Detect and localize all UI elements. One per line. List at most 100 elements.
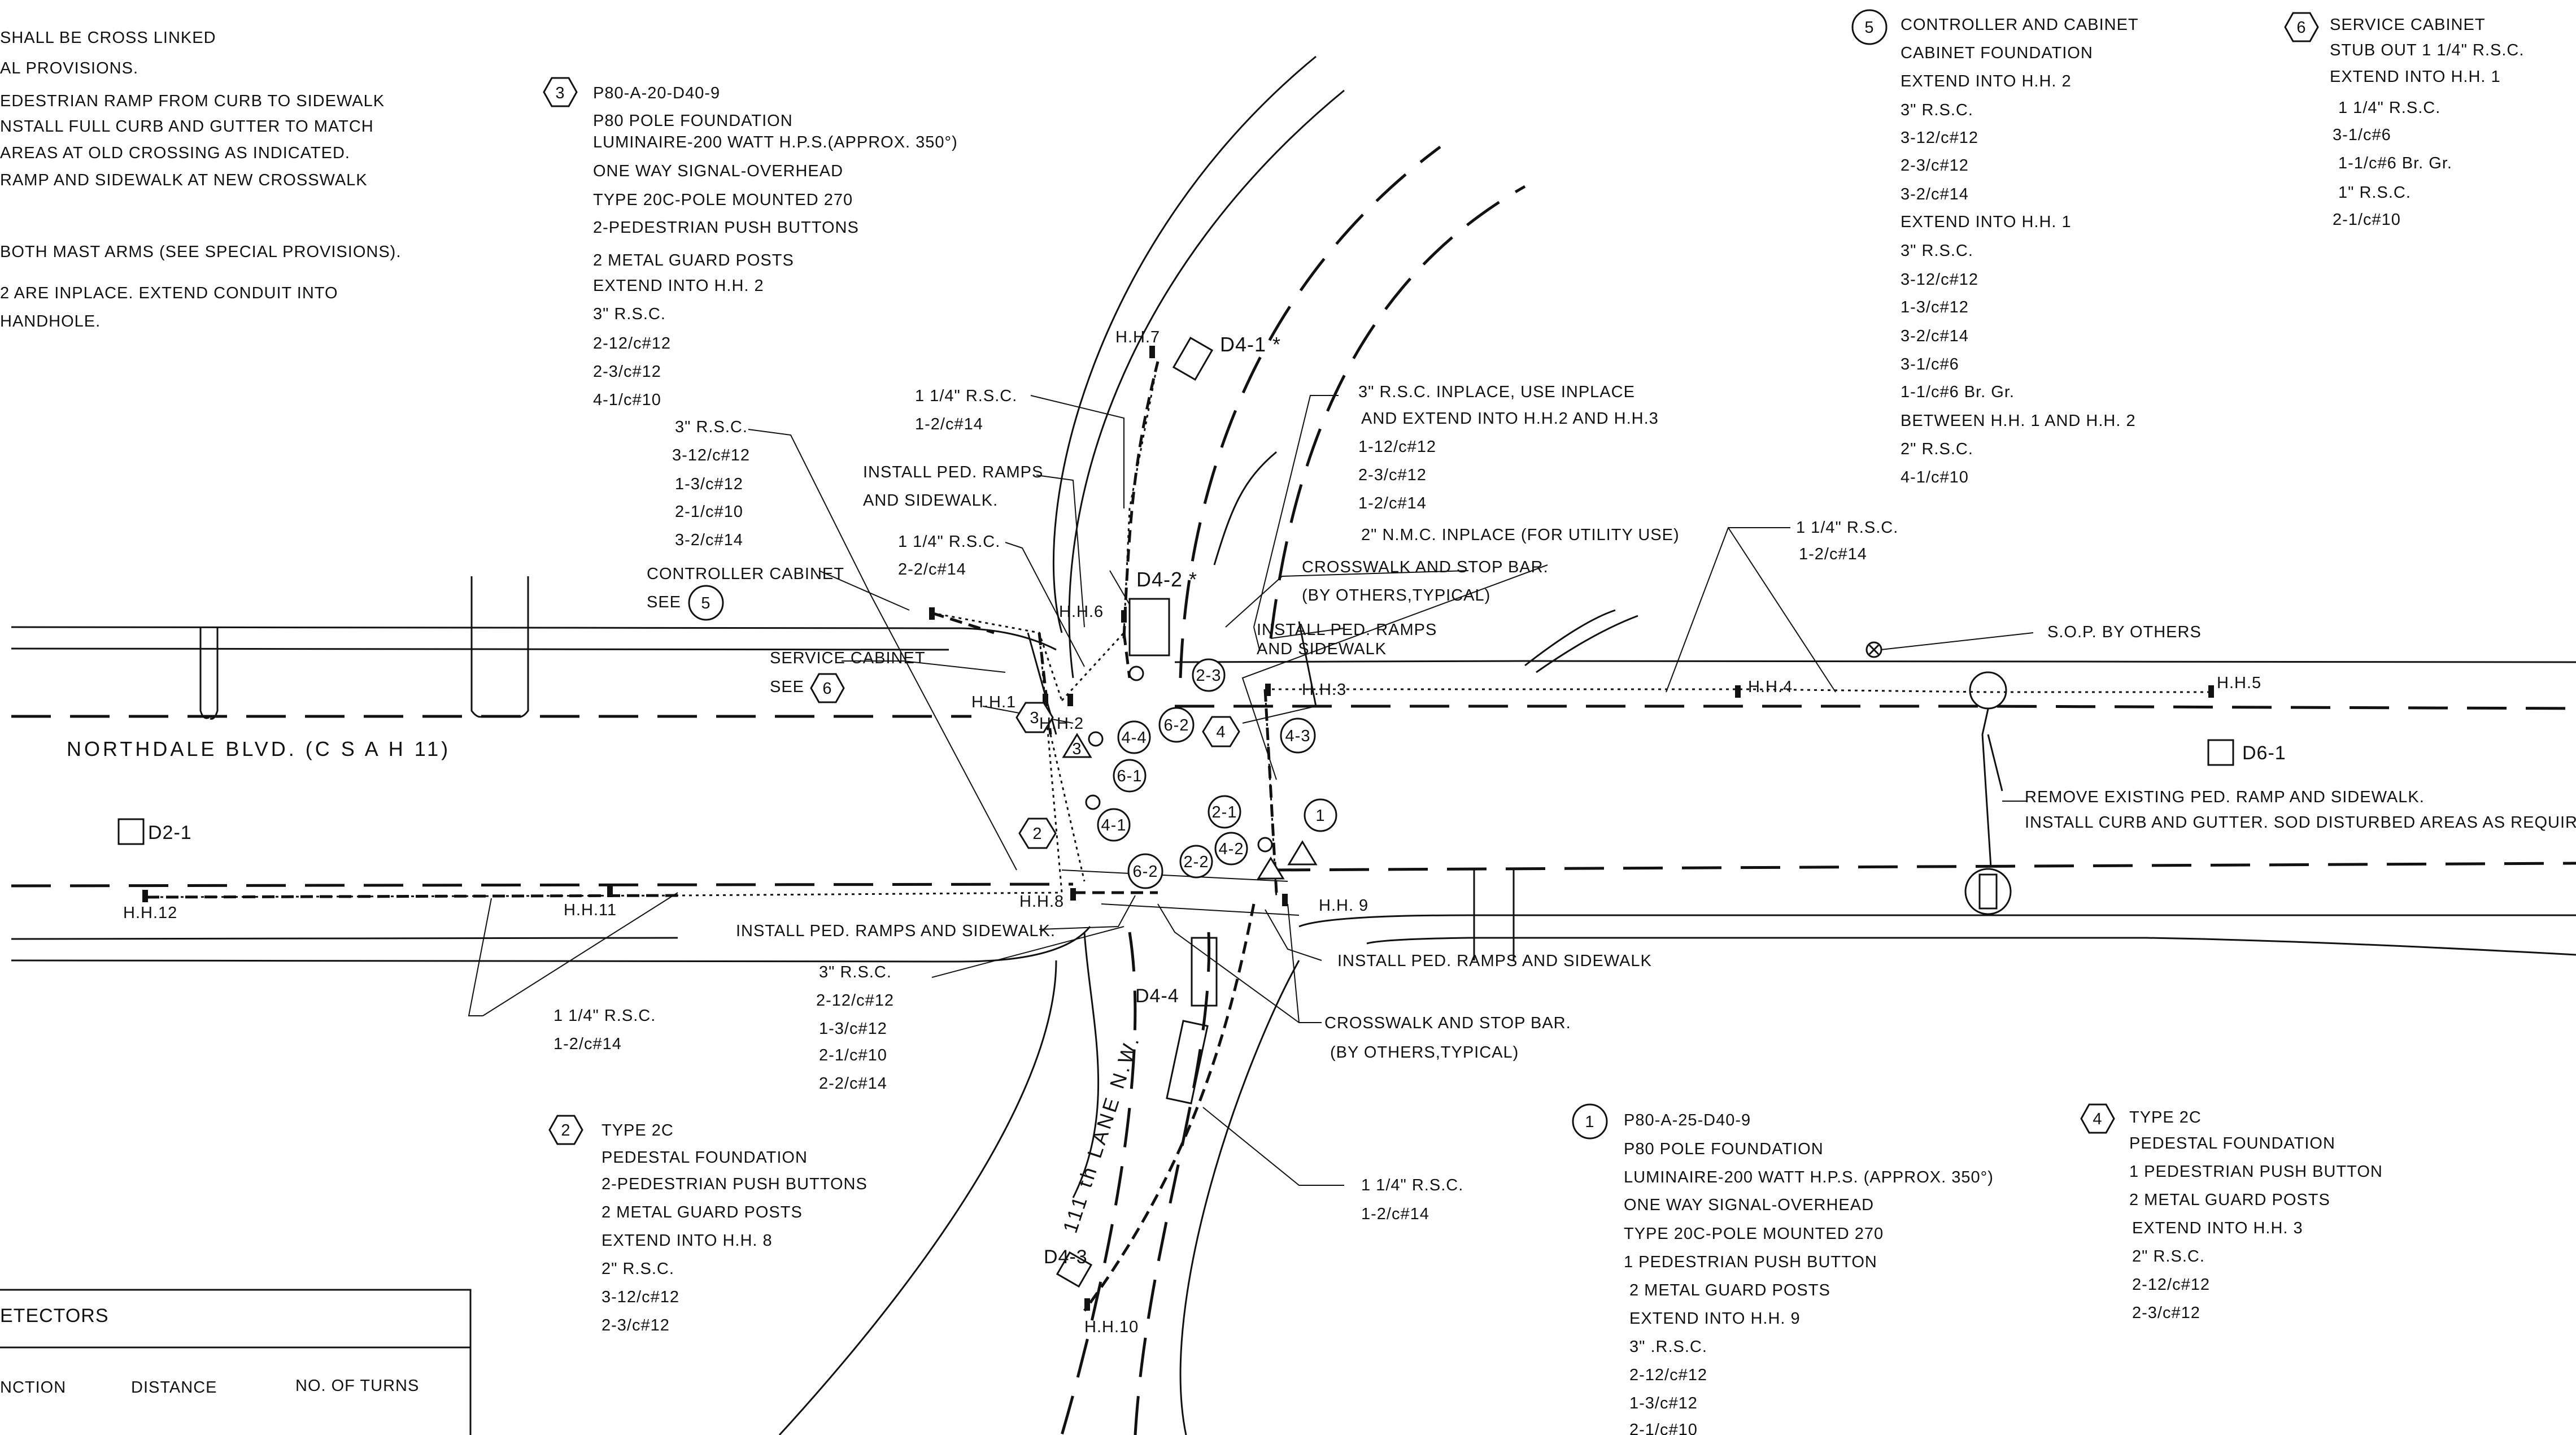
plan-text-label: PEDESTAL FOUNDATION — [601, 1149, 808, 1167]
plan-text-label: 3" R.S.C. — [593, 305, 666, 323]
plan-text-label: 2-12/c#12 — [816, 992, 894, 1010]
plan-text-label: 2-1/c#10 — [2333, 211, 2401, 229]
plan-text-label: 1" R.S.C. — [2338, 184, 2411, 202]
plan-text-label: 3-1/c#6 — [1901, 355, 1959, 373]
plan-text-label: 2-12/c#12 — [593, 334, 671, 353]
plan-text-label: 6-2 — [1133, 863, 1158, 881]
plan-text-label: 1-2/c#14 — [553, 1035, 622, 1053]
plan-text-label: 1-3/c#12 — [1629, 1394, 1698, 1412]
plan-text-label: TYPE 20C-POLE MOUNTED 270 — [593, 191, 853, 209]
111th-lane-label: 111 th LANE N.W. — [1058, 1032, 1144, 1236]
plan-text-label: 1-12/c#12 — [1358, 438, 1436, 456]
leader-lines — [468, 395, 2034, 1186]
plan-text-label: 2 METAL GUARD POSTS — [2129, 1191, 2330, 1209]
handhole-labels: H.H.1 H.H.2 H.H.3 H.H.4 H.H.5 H.H.6 H.H.… — [123, 328, 2261, 1336]
detector-table: ETECTORS NCTION DISTANCE NO. OF TURNS — [0, 1289, 472, 1435]
plan-text-label: 3 — [555, 84, 565, 102]
plan-text-label: AND SIDEWALK — [1257, 640, 1387, 658]
plan-text-label: EXTEND INTO H.H. 1 — [1901, 213, 2072, 231]
plan-text-label: 2 METAL GUARD POSTS — [593, 251, 794, 269]
plan-text-label: LUMINAIRE-200 WATT H.P.S. (APPROX. 350°) — [1624, 1168, 1994, 1186]
general-note-line: BOTH MAST ARMS (SEE SPECIAL PROVISIONS). — [0, 243, 401, 261]
plan-text-label: 2-1 — [1212, 803, 1237, 821]
plan-text-label: REMOVE EXISTING PED. RAMP AND SIDEWALK. — [2025, 788, 2425, 806]
plan-text-label: EXTEND INTO H.H. 1 — [2330, 68, 2501, 86]
plan-text-label: P80-A-20-D40-9 — [593, 84, 720, 102]
plan-text-label: 2" N.M.C. INPLACE (FOR UTILITY USE) — [1361, 526, 1680, 544]
plan-text-label: 6 — [822, 680, 832, 698]
plan-text-label: H.H. 9 — [1319, 897, 1368, 915]
plan-text-label: TYPE 2C — [2129, 1108, 2202, 1127]
phase-labels: 2-3 6-2 4 4-3 4-4 3 6-1 4-1 2-1 6-2 2-2 … — [1030, 667, 1324, 881]
detector-table-title: ETECTORS — [0, 1305, 109, 1327]
detector-loops — [117, 336, 2234, 1288]
plan-text-label: INSTALL PED. RAMPS AND SIDEWALK. — [736, 922, 1056, 940]
callout-2: 2 TYPE 2C PEDESTAL FOUNDATION 2-PEDESTRI… — [548, 1115, 868, 1334]
plan-text-label: EXTEND INTO H.H. 2 — [593, 277, 764, 295]
detector-labels: D4-1 * D4-2 * D4-3 D4-4 D2-1 D6-1 — [148, 333, 2286, 1268]
callout-5: 5 CONTROLLER AND CABINET CABINET FOUNDAT… — [1851, 9, 2138, 486]
callout-4: 4 TYPE 2C PEDESTAL FOUNDATION 1 PEDESTRI… — [2080, 1103, 2383, 1322]
plan-text-label: EXTEND INTO H.H. 9 — [1629, 1310, 1801, 1328]
plan-text-label: TYPE 20C-POLE MOUNTED 270 — [1624, 1225, 1884, 1243]
plan-text-label: H.H.4 — [1748, 678, 1793, 696]
general-note-line: NSTALL FULL CURB AND GUTTER TO MATCH — [0, 118, 374, 136]
plan-text-label: SERVICE CABINET — [770, 649, 926, 667]
plan-text-label: D4-4 — [1135, 985, 1179, 1007]
plan-text-label: D4-3 — [1044, 1246, 1088, 1268]
plan-text-label: 6-2 — [1164, 716, 1189, 734]
plan-text-label: CROSSWALK AND STOP BAR. — [1302, 558, 1549, 576]
plan-text-label: INSTALL PED. RAMPS — [1257, 621, 1437, 639]
plan-text-label: 2 METAL GUARD POSTS — [601, 1203, 803, 1221]
plan-text-label: CROSSWALK AND STOP BAR. — [1324, 1014, 1571, 1032]
plan-text-label: LUMINAIRE-200 WATT H.P.S.(APPROX. 350°) — [593, 133, 958, 151]
detector-table-col: NCTION — [0, 1379, 66, 1397]
plan-text-label: (BY OTHERS,TYPICAL) — [1302, 586, 1490, 605]
plan-text-label: INSTALL PED. RAMPS — [863, 463, 1043, 481]
general-note-line: EDESTRIAN RAMP FROM CURB TO SIDEWALK — [0, 92, 385, 110]
plan-text-label: 1 PEDESTRIAN PUSH BUTTON — [1624, 1253, 1877, 1271]
plan-text-label: D2-1 — [148, 822, 192, 843]
plan-text-label: P80 POLE FOUNDATION — [1624, 1140, 1824, 1158]
plan-text-label: 4-2 — [1219, 840, 1244, 858]
plan-text-label: 2-2 — [1184, 853, 1209, 871]
general-note-line: HANDHOLE. — [0, 312, 101, 331]
plan-text-label: 1 PEDESTRIAN PUSH BUTTON — [2129, 1163, 2383, 1181]
general-note-line: SHALL BE CROSS LINKED — [0, 29, 216, 47]
plan-text-label: 2-3/c#12 — [593, 363, 661, 381]
callout-1: 1 P80-A-25-D40-9 P80 POLE FOUNDATION LUM… — [1572, 1103, 1994, 1435]
plan-text-label: 2-2/c#14 — [819, 1075, 887, 1093]
plan-text-label: 1-1/c#6 Br. Gr. — [1901, 383, 2015, 401]
plan-text-label: SEE — [770, 678, 804, 696]
plan-text-label: 2-3/c#12 — [2132, 1304, 2200, 1322]
plan-text-label: ONE WAY SIGNAL-OVERHEAD — [593, 162, 843, 180]
plan-text-label: 3-12/c#12 — [1901, 271, 1978, 289]
plan-text-label: 3" R.S.C. — [1901, 242, 1973, 260]
plan-text-label: H.H.1 — [971, 693, 1016, 711]
plan-text-label: 1-2/c#14 — [1361, 1205, 1429, 1223]
plan-text-label: 1-2/c#14 — [1358, 494, 1427, 512]
plan-text-label: 1 — [1585, 1113, 1594, 1131]
plan-text-label: 2-PEDESTRIAN PUSH BUTTONS — [601, 1175, 868, 1193]
plan-text-label: 1 1/4" R.S.C. — [1796, 519, 1898, 537]
plan-text-label: 2 — [1032, 825, 1042, 843]
plan-text-label: 1 1/4" R.S.C. — [553, 1007, 656, 1025]
plan-text-label: TYPE 2C — [601, 1121, 674, 1140]
plan-text-label: 2 — [561, 1121, 570, 1140]
plan-text-label: 2-3/c#12 — [601, 1316, 670, 1334]
plan-text-label: EXTEND INTO H.H. 8 — [601, 1232, 773, 1250]
detector-table-col: DISTANCE — [131, 1379, 217, 1397]
plan-text-label: AND EXTEND INTO H.H.2 AND H.H.3 — [1361, 410, 1659, 428]
plan-text-label: 2-3 — [1196, 667, 1222, 685]
plan-text-label: 2 METAL GUARD POSTS — [1629, 1281, 1830, 1299]
plan-text-label: 2-1/c#10 — [819, 1046, 887, 1064]
plan-text-label: 3-1/c#6 — [2333, 126, 2391, 144]
general-notes: SHALL BE CROSS LINKED AL PROVISIONS. EDE… — [0, 29, 401, 331]
plan-text-label: 1-2/c#14 — [1799, 545, 1867, 563]
plan-text-label: H.H.2 — [1039, 715, 1084, 733]
plan-text-label: (BY OTHERS,TYPICAL) — [1330, 1043, 1519, 1062]
plan-text-label: ONE WAY SIGNAL-OVERHEAD — [1624, 1196, 1874, 1214]
conduit-notes: 1 1/4" R.S.C. 1-2/c#14 3" R.S.C. 3-12/c#… — [553, 383, 1898, 1223]
plan-text-label: 3-12/c#12 — [672, 446, 750, 464]
